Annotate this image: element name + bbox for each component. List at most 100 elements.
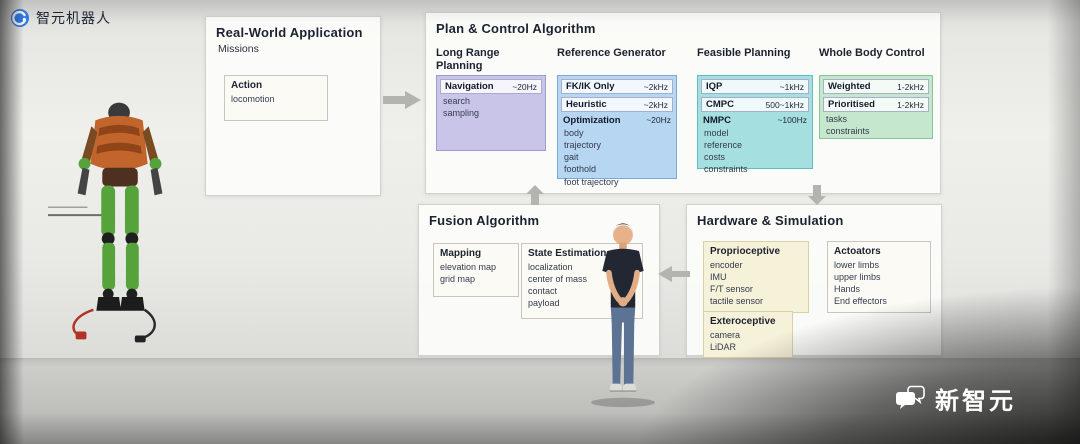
list-item: search [443,96,471,106]
list-item: foothold [564,164,597,175]
block-name: IQP [706,81,723,92]
robot-model [48,102,163,343]
list-item: constraints [704,164,748,175]
list-item: encoder [710,260,743,270]
brand-name: 智元机器人 [36,10,111,26]
long-range-planning-box: Navigation ~20Hz search sampling [436,75,546,151]
action-box: Action locomotion [224,75,328,121]
whole-body-control-box: Weighted 1-2kHz Prioritised 1-2kHz tasks… [819,75,933,139]
block-nmpc: NMPC ~100Hz [698,112,812,126]
watermark: 新智元 [896,381,1016,416]
block-cmpc: CMPC 500~1kHz [701,97,809,112]
list-item: LiDAR [710,342,737,353]
panel-title: Hardware & Simulation [697,213,844,228]
block-name: Heuristic [566,99,607,110]
mapping-box-items: elevation map grid map [440,261,512,285]
missions-label: Missions [218,43,259,55]
block-navigation: Navigation ~20Hz [440,79,542,94]
list-item: constraints [826,126,870,137]
block-iqp: IQP ~1kHz [701,79,809,94]
arrow-down-icon [808,185,826,205]
list-item: sampling [443,108,480,119]
list-item: camera [710,330,741,340]
list-item: trajectory [564,140,602,151]
block-rate: 500~1kHz [765,99,804,110]
arrow-right-icon [383,91,421,109]
reference-generator-box: FK/IK Only ~2kHz Heuristic ~2kHz Optimiz… [557,75,677,187]
block-rate: ~100Hz [777,115,807,125]
mapping-box: Mapping elevation map grid map [433,243,519,297]
panel-plan-control: Plan & Control Algorithm Long Range Plan… [425,12,941,194]
block-rate: ~20Hz [646,115,671,125]
block-name: Optimization [563,115,621,126]
list-item: grid map [440,274,476,285]
column-label: Reference Generator [557,47,666,59]
panel-real-world-application: Real-World Application Missions Action l… [205,16,381,196]
list-item: body [564,128,584,138]
block-rate: ~2kHz [643,81,668,92]
block-rate: ~20Hz [512,81,537,92]
column-reference-generator: Reference Generator FK/IK Only ~2kHz Heu… [557,47,677,187]
list-item: locomotion [231,94,275,104]
column-label: Feasible Planning [697,47,791,59]
list-item: upper limbs [834,272,881,283]
list-item: gait [564,152,579,163]
feasible-planning-box: IQP ~1kHz CMPC 500~1kHz NMPC ~100Hz mode… [697,75,813,174]
list-item: IMU [710,272,727,283]
panel-title: Plan & Control Algorithm [436,21,596,36]
panel-hardware-simulation: Hardware & Simulation Proprioceptive enc… [686,204,942,359]
arrow-up-icon [526,185,544,205]
list-item: tasks [826,114,848,124]
block-name: Weighted [828,81,871,92]
block-rate: ~2kHz [643,99,668,110]
block-fkik-only: FK/IK Only ~2kHz [561,79,673,94]
list-item: End effectors [834,296,887,307]
column-whole-body-control: Whole Body Control Weighted 1-2kHz Prior… [819,47,933,139]
block-name: CMPC [706,99,734,110]
block-name: FK/IK Only [566,81,615,92]
list-item: tactile sensor [710,296,764,307]
column-long-range-planning: Long Range Planning Navigation ~20Hz sea… [436,47,546,151]
action-box-title: Action [231,80,263,91]
list-item: reference [704,140,743,151]
actuators-box-title: Actoators [834,246,881,257]
list-item: costs [704,152,726,163]
panel-title: Real-World Application [216,25,363,40]
block-name: Navigation [445,81,494,92]
list-item: model [704,128,729,138]
brand-logo-icon [11,9,29,27]
brand: 智元机器人 [10,8,111,28]
watermark-text: 新智元 [935,388,1016,415]
block-items: search sampling [437,94,545,122]
mapping-box-title: Mapping [440,248,482,259]
column-label: Whole Body Control [819,47,925,59]
list-item: Hands [834,284,861,295]
block-prioritised: Prioritised 1-2kHz [823,97,929,112]
block-rate: 1-2kHz [897,99,924,110]
exteroceptive-box-title: Exteroceptive [710,316,776,327]
proprioceptive-box-title: Proprioceptive [710,246,781,257]
block-rate: 1-2kHz [897,81,924,92]
column-feasible-planning: Feasible Planning IQP ~1kHz CMPC 500~1kH… [697,47,813,174]
block-weighted: Weighted 1-2kHz [823,79,929,94]
list-item: foot trajectory [564,176,619,187]
action-box-items: locomotion [231,93,321,105]
column-label: Long Range Planning [436,47,500,73]
chat-bubbles-icon [896,385,925,409]
list-item: lower limbs [834,260,880,270]
block-items: tasks constraints [820,112,932,140]
block-optimization: Optimization ~20Hz [558,112,676,126]
block-heuristic: Heuristic ~2kHz [561,97,673,112]
block-rate: ~1kHz [779,81,804,92]
presenter [591,223,655,408]
list-item: F/T sensor [710,284,753,295]
list-item: elevation map [440,262,497,272]
block-name: Prioritised [828,99,875,110]
